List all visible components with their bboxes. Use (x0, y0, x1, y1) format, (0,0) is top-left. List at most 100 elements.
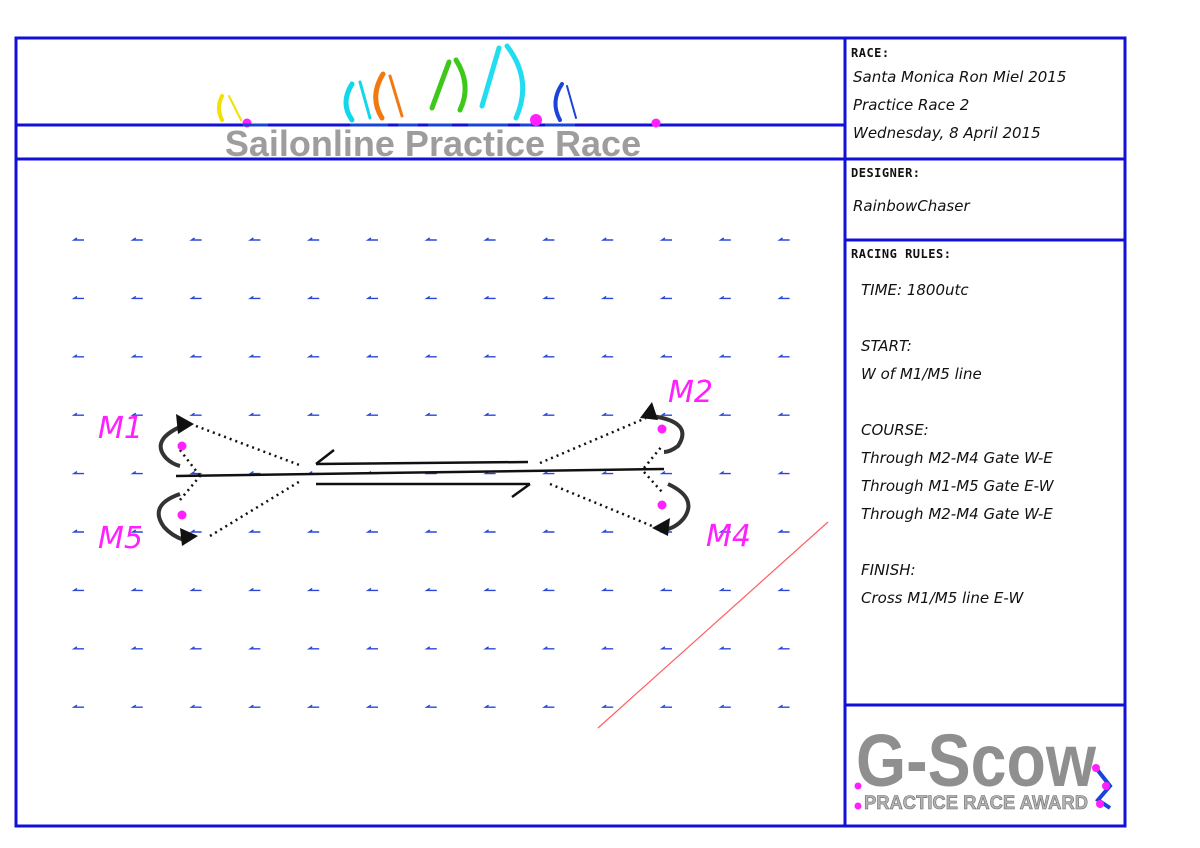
sail-orange-icon (373, 71, 386, 121)
wind-arrow-icon (71, 529, 84, 533)
wind-arrow-icon (424, 237, 437, 241)
wind-arrow-icon (365, 412, 378, 416)
wind-arrow-icon (424, 704, 437, 708)
wind-arrow-icon (365, 587, 378, 592)
wind-arrow-icon (306, 354, 320, 358)
wind-arrow-icon (189, 295, 202, 300)
wind-arrow-icon (71, 587, 84, 592)
wind-arrow-icon (600, 237, 614, 241)
rules-course-line: Through M2-M4 Gate W-E (861, 449, 1053, 467)
sail-blue-icon (553, 82, 564, 122)
wind-arrow-icon (600, 471, 614, 475)
wind-arrow-icon (424, 354, 437, 358)
wind-arrow-icon (71, 471, 84, 475)
sail-blue-jib-icon (566, 85, 577, 119)
wind-arrow-icon (71, 237, 84, 241)
wind-arrow-icon (365, 354, 378, 358)
m1-arrow-icon (176, 414, 194, 434)
rules-start-label: START: (861, 337, 912, 355)
rules-start-text: W of M1/M5 line (861, 365, 982, 383)
wind-arrow-icon (248, 529, 261, 533)
sail-lightcyan-main-icon (504, 43, 526, 121)
wind-arrow-icon (659, 587, 672, 592)
mark-m4-dot (657, 500, 667, 510)
wind-arrow-icon (71, 412, 84, 416)
wind-arrow-icon (542, 295, 555, 300)
wind-arrow-icon (306, 237, 320, 241)
wind-arrow-icon (71, 295, 84, 300)
award-mark-dot (854, 802, 862, 810)
wind-arrow-icon (777, 295, 790, 300)
m2-arrow-icon (640, 402, 658, 420)
wind-arrow-icon (248, 295, 261, 300)
rounding-arcs (156, 414, 691, 542)
award-mark-dot (1102, 782, 1110, 790)
sail-green-main-icon (453, 57, 468, 113)
race-name: Santa Monica Ron Miel 2015 (853, 68, 1066, 86)
wind-arrow-icon (424, 529, 437, 533)
wind-arrow-icon (189, 704, 202, 708)
award-title: G-Scow (856, 719, 1096, 802)
wind-arrow-icon (483, 646, 496, 650)
wind-arrow-icon (777, 354, 790, 358)
wind-arrow-icon (483, 412, 496, 416)
wind-arrow-icon (130, 471, 143, 475)
frame (14, 36, 1127, 828)
wind-arrow-icon (306, 704, 320, 708)
wind-arrow-icon (600, 354, 614, 358)
wind-arrow-icon (718, 412, 731, 416)
wind-arrow-icon (659, 237, 672, 241)
marks (177, 424, 667, 520)
wind-arrow-icon (718, 237, 731, 241)
mark-m1-dot (177, 441, 187, 451)
award-logo: G-Scow PRACTICE RACE AWARD (854, 719, 1113, 814)
wind-arrow-icon (777, 237, 790, 241)
sail-lightcyan-icon (479, 45, 502, 109)
sail-green-icon (429, 59, 452, 111)
wind-arrow-icon (306, 412, 320, 416)
wind-arrow-icon (659, 354, 672, 358)
sail-cyan-jib-icon (358, 80, 372, 120)
m2-rounding-arc (651, 414, 685, 454)
wind-grid (71, 237, 790, 708)
wind-arrow-icon (248, 354, 261, 358)
wind-arrow-icon (306, 295, 320, 300)
wind-arrow-icon (659, 295, 672, 300)
rules-course-line: Through M1-M5 Gate E-W (861, 477, 1055, 495)
wind-arrow-icon (483, 587, 496, 592)
wind-arrow-icon (542, 704, 555, 708)
wind-arrow-icon (248, 587, 261, 592)
mark-m2-label: M2 (668, 375, 713, 410)
wind-arrow-icon (718, 295, 731, 300)
wind-arrow-icon (659, 412, 672, 416)
m5-arrow-icon (180, 528, 198, 546)
award-mark-dot (1092, 764, 1100, 772)
wind-arrow-icon (130, 704, 143, 708)
rounding-arrowheads (176, 402, 670, 546)
arrow-west-head (315, 449, 335, 465)
wind-arrow-icon (248, 704, 261, 708)
rules-course-label: COURSE: (861, 421, 929, 439)
rules-finish-label: FINISH: (861, 561, 916, 579)
wind-arrow-icon (189, 237, 202, 241)
wind-arrow-icon (542, 587, 555, 592)
course-direction-arrows (315, 449, 531, 499)
award-mark-dot (854, 782, 862, 790)
wind-arrow-icon (600, 646, 614, 650)
arrow-east-head (511, 482, 531, 499)
race-subtitle: Practice Race 2 (853, 96, 969, 114)
mark-m2-dot (657, 424, 667, 434)
rules-course-line: Through M2-M4 Gate W-E (861, 505, 1053, 523)
wind-arrow-icon (424, 587, 437, 592)
sail-cyan-icon (343, 81, 355, 123)
race-date: Wednesday, 8 April 2015 (853, 124, 1041, 142)
wind-arrow-icon (424, 295, 437, 300)
designer-name: RainbowChaser (853, 197, 970, 215)
wind-arrow-icon (542, 412, 555, 416)
wind-arrow-icon (600, 704, 614, 708)
wind-arrow-icon (600, 587, 614, 592)
award-mark-dot (1096, 800, 1104, 808)
wind-arrow-icon (777, 646, 790, 650)
wind-arrow-icon (306, 587, 320, 592)
wind-arrow-icon (71, 354, 84, 358)
